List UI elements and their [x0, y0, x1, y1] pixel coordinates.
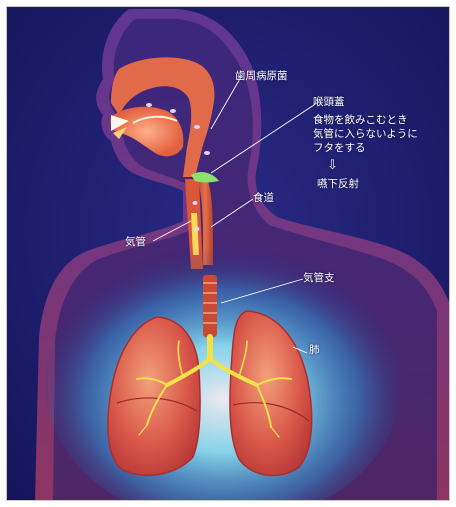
label-bronchi: 気管支: [303, 271, 335, 285]
diagram-frame: 歯周病原菌 喉頭蓋 食物を飲みこむとき 気管に入らないように フタをする ⇩ 嚥…: [6, 6, 450, 501]
label-epiglottis: 喉頭蓋: [313, 95, 345, 109]
label-trachea: 気管: [125, 235, 146, 249]
note-line1: 食物を飲みこむとき: [313, 113, 408, 127]
note-reflex: 嚥下反射: [317, 177, 359, 191]
trachea-lower: [203, 275, 217, 337]
note-line2: 気管に入らないように: [313, 127, 418, 141]
respiratory-illustration: [7, 7, 450, 501]
note-line3: フタをする: [313, 141, 366, 155]
label-lung: 肺: [309, 343, 320, 357]
label-bacteria: 歯周病原菌: [235, 69, 288, 83]
down-arrow-icon: ⇩: [327, 159, 338, 173]
label-esophagus: 食道: [253, 191, 274, 205]
